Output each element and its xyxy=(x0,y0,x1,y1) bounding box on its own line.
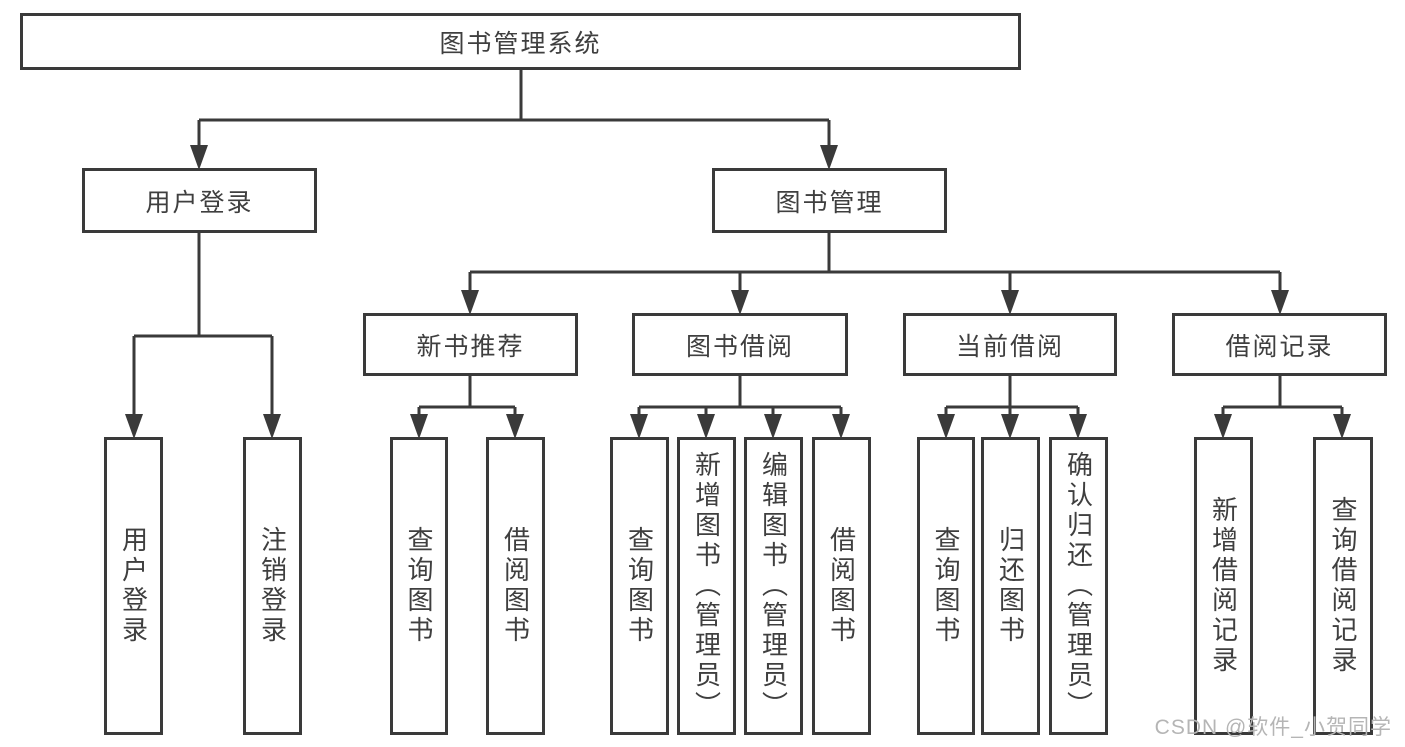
arrow-down-icon xyxy=(125,414,143,439)
leaf-query-books-current: 查询图书 xyxy=(917,437,975,735)
arrow-down-icon xyxy=(1214,414,1232,439)
leaf-query-borrowing-record: 查询借阅记录 xyxy=(1313,437,1373,735)
connector-root-to-level2 xyxy=(197,70,831,147)
connector-borrowing-records-children xyxy=(1221,376,1344,417)
connector-book-management-children xyxy=(468,233,1282,293)
leaf-logout: 注销登录 xyxy=(243,437,302,735)
node-borrowing-records: 借阅记录 xyxy=(1172,313,1387,376)
leaf-query-books-borrowing: 查询图书 xyxy=(610,437,669,735)
arrow-down-icon xyxy=(263,414,281,439)
arrow-down-icon xyxy=(764,414,782,439)
watermark: CSDN @软件_小贺同学 xyxy=(1154,716,1392,739)
connector-book-borrowing-children xyxy=(637,376,843,417)
arrow-down-icon xyxy=(1001,290,1019,315)
node-current-borrowing: 当前借阅 xyxy=(903,313,1117,376)
arrow-down-icon xyxy=(832,414,850,439)
connector-current-borrowing-children xyxy=(944,376,1080,417)
arrow-down-icon xyxy=(1069,414,1087,439)
leaf-edit-books-admin: 编辑图书（管理员） xyxy=(744,437,803,735)
node-book-borrowing: 图书借阅 xyxy=(632,313,848,376)
arrow-down-icon xyxy=(1333,414,1351,439)
leaf-borrow-books-borrowing: 借阅图书 xyxy=(812,437,871,735)
leaf-confirm-return-admin: 确认归还（管理员） xyxy=(1049,437,1108,735)
arrow-down-icon xyxy=(937,414,955,439)
arrow-down-icon xyxy=(190,145,208,170)
arrow-down-icon xyxy=(697,414,715,439)
leaf-query-books-recommend: 查询图书 xyxy=(390,437,448,735)
leaf-return-books: 归还图书 xyxy=(981,437,1040,735)
leaf-add-books-admin: 新增图书（管理员） xyxy=(677,437,736,735)
node-user-login: 用户登录 xyxy=(82,168,317,233)
node-library-management-system: 图书管理系统 xyxy=(20,13,1021,70)
node-new-book-recommendation: 新书推荐 xyxy=(363,313,578,376)
leaf-user-login: 用户登录 xyxy=(104,437,163,735)
arrow-down-icon xyxy=(820,145,838,170)
arrow-down-icon xyxy=(731,290,749,315)
arrow-down-icon xyxy=(1001,414,1019,439)
leaf-add-borrowing-record: 新增借阅记录 xyxy=(1194,437,1253,735)
arrow-down-icon xyxy=(506,414,524,439)
arrow-down-icon xyxy=(461,290,479,315)
connector-user-login-children xyxy=(132,233,274,417)
arrow-down-icon xyxy=(410,414,428,439)
leaf-borrow-books-recommend: 借阅图书 xyxy=(486,437,545,735)
node-book-management: 图书管理 xyxy=(712,168,947,233)
arrow-down-icon xyxy=(1271,290,1289,315)
connector-new-book-children xyxy=(417,376,517,417)
arrow-down-icon xyxy=(630,414,648,439)
